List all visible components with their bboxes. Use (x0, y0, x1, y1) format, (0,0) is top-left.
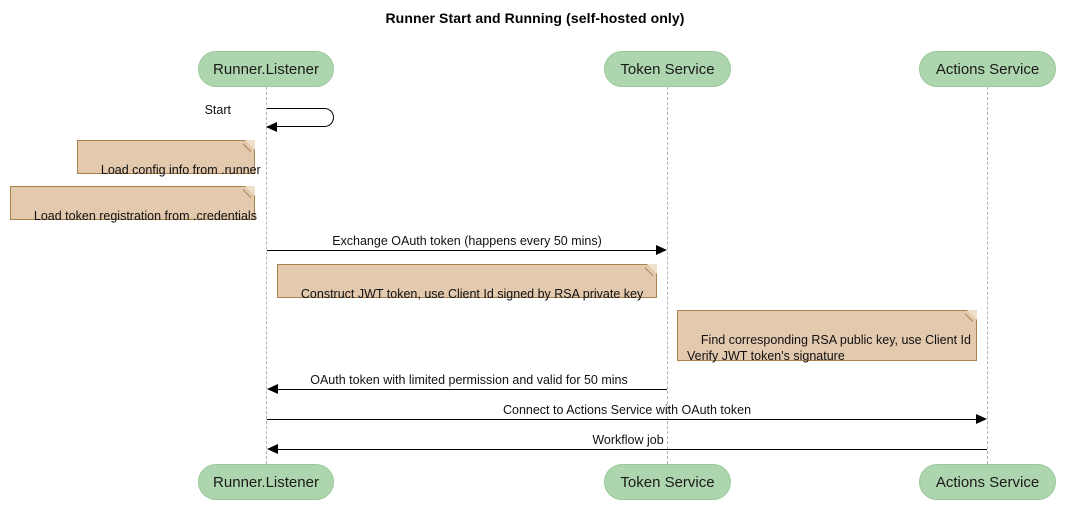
lifeline-runner (266, 87, 267, 464)
note-text: Construct JWT token, use Client Id signe… (300, 287, 644, 301)
lifeline-actions (987, 87, 988, 464)
arrowhead-exchange-oauth-token (656, 245, 667, 255)
participant-actions-bottom[interactable]: Actions Service (919, 464, 1056, 500)
note-text: Find corresponding RSA public key, use C… (687, 333, 971, 363)
note-fold-edge-icon (243, 186, 255, 198)
participant-label: Runner.Listener (213, 473, 319, 491)
message-label-exchange-oauth-token: Exchange OAuth token (happens every 50 m… (332, 234, 602, 248)
arrowhead-oauth-token-reply (267, 384, 278, 394)
arrowhead-connect-actions-service (976, 414, 987, 424)
participant-runner-bottom[interactable]: Runner.Listener (198, 464, 334, 500)
message-label-workflow-job: Workflow job (592, 433, 664, 447)
message-line-workflow-job (278, 449, 987, 450)
note-fold-edge-icon (645, 264, 657, 276)
participant-runner-top[interactable]: Runner.Listener (198, 51, 334, 87)
participant-label: Actions Service (935, 473, 1040, 491)
message-label-oauth-token-reply: OAuth token with limited permission and … (310, 373, 628, 387)
message-line-exchange-oauth-token (267, 250, 656, 251)
lifeline-token (667, 87, 668, 464)
note-verify-jwt-token: Find corresponding RSA public key, use C… (677, 310, 977, 363)
participant-token-top[interactable]: Token Service (604, 51, 731, 87)
message-label-connect-actions-service: Connect to Actions Service with OAuth to… (502, 403, 752, 417)
participant-label: Actions Service (935, 60, 1040, 78)
self-loop-start (267, 108, 334, 127)
message-line-connect-actions-service (267, 419, 976, 420)
note-fold-edge-icon (243, 140, 255, 152)
participant-label: Runner.Listener (213, 60, 319, 78)
note-fold-edge-icon (965, 310, 977, 322)
participant-token-bottom[interactable]: Token Service (604, 464, 731, 500)
note-construct-jwt-token: Construct JWT token, use Client Id signe… (277, 264, 657, 301)
participant-label: Token Service (620, 60, 715, 78)
note-text: Load config info from .runner (100, 163, 261, 177)
arrowhead-start (266, 122, 277, 132)
note-load-token-registration: Load token registration from .credential… (10, 186, 257, 223)
message-line-oauth-token-reply (278, 389, 667, 390)
arrowhead-workflow-job (267, 444, 278, 454)
participant-label: Token Service (620, 473, 715, 491)
participant-actions-top[interactable]: Actions Service (919, 51, 1056, 87)
message-label-start: Start (204, 103, 231, 117)
note-load-config-info: Load config info from .runner (77, 140, 261, 177)
note-text: Load token registration from .credential… (33, 209, 257, 223)
page-title: Runner Start and Running (self-hosted on… (385, 10, 685, 26)
